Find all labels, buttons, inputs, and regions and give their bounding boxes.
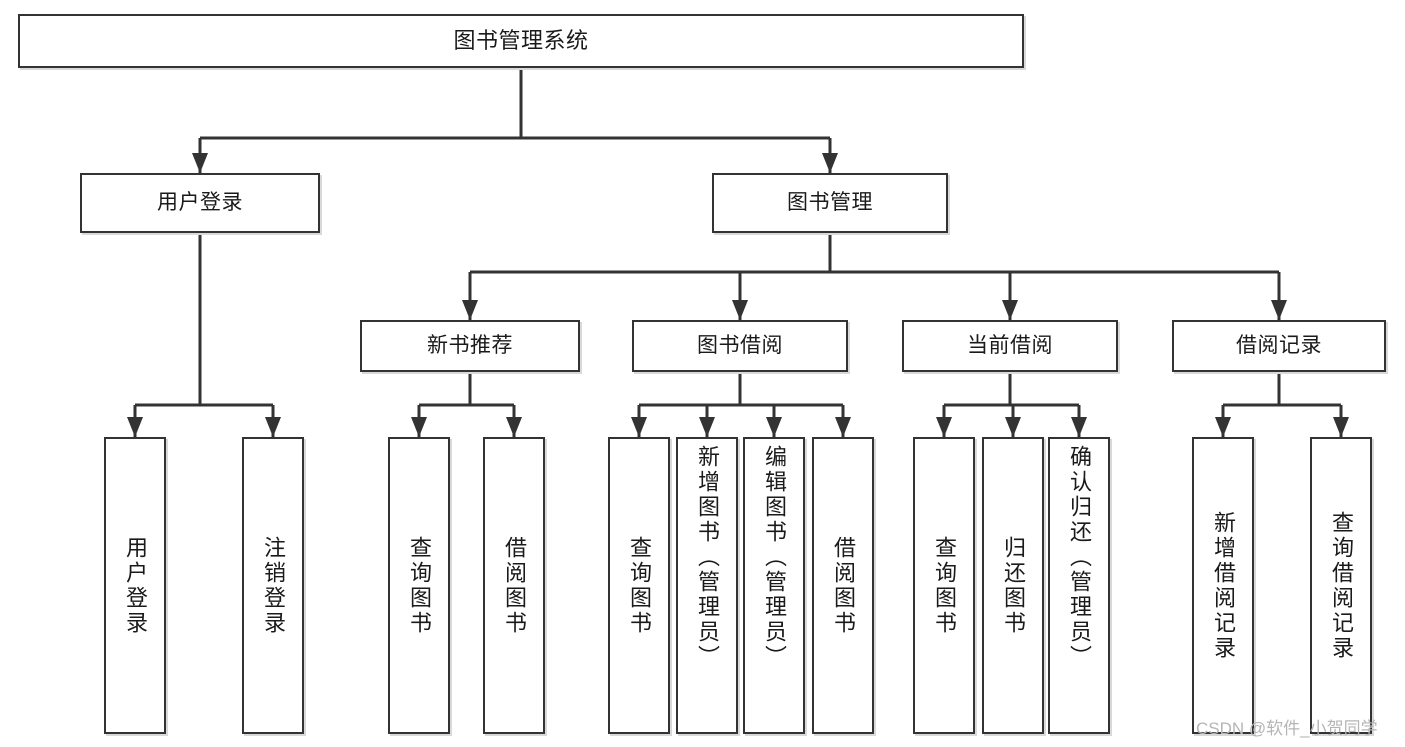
node-leaf-2[interactable]: 查询图书 <box>388 437 450 734</box>
arrow-head-icon <box>1002 300 1018 320</box>
node-label: 图书管理 <box>787 190 873 214</box>
arrow-head-icon <box>699 417 715 437</box>
node-label: 查询图书 <box>932 535 957 636</box>
arrow-head-icon <box>1215 417 1231 437</box>
node-l3-0[interactable]: 新书推荐 <box>360 320 580 372</box>
arrow-head-icon <box>835 417 851 437</box>
node-label: 确认归还（管理员） <box>1067 445 1092 670</box>
node-leaf-7[interactable]: 借阅图书 <box>812 437 874 734</box>
node-l3-2[interactable]: 当前借阅 <box>902 320 1118 372</box>
node-leaf-1[interactable]: 注销登录 <box>242 437 304 734</box>
node-leaf-10[interactable]: 确认归还（管理员） <box>1048 437 1110 734</box>
node-root[interactable]: 图书管理系统 <box>18 14 1024 68</box>
node-leaf-0[interactable]: 用户登录 <box>104 437 166 734</box>
node-label: 新书推荐 <box>427 333 513 357</box>
node-leaf-6[interactable]: 编辑图书（管理员） <box>743 437 805 734</box>
node-l2-0[interactable]: 用户登录 <box>80 173 320 233</box>
arrow-head-icon <box>822 153 838 173</box>
node-leaf-11[interactable]: 新增借阅记录 <box>1192 437 1254 734</box>
arrow-head-icon <box>265 417 281 437</box>
arrow-head-icon <box>732 300 748 320</box>
node-l2-1[interactable]: 图书管理 <box>712 173 948 233</box>
node-l3-1[interactable]: 图书借阅 <box>632 320 848 372</box>
arrow-head-icon <box>192 153 208 173</box>
node-label: 查询图书 <box>407 535 432 636</box>
arrow-head-icon <box>766 417 782 437</box>
node-l3-3[interactable]: 借阅记录 <box>1172 320 1386 372</box>
node-label: 借阅图书 <box>502 535 527 636</box>
node-label: 借阅记录 <box>1236 333 1322 357</box>
node-leaf-9[interactable]: 归还图书 <box>982 437 1044 734</box>
arrow-head-icon <box>411 417 427 437</box>
arrow-head-icon <box>936 417 952 437</box>
arrow-head-icon <box>1271 300 1287 320</box>
arrow-head-icon <box>127 417 143 437</box>
node-leaf-5[interactable]: 新增图书（管理员） <box>676 437 738 734</box>
node-leaf-4[interactable]: 查询图书 <box>608 437 670 734</box>
node-leaf-12[interactable]: 查询借阅记录 <box>1310 437 1372 734</box>
node-label: 图书管理系统 <box>453 28 589 54</box>
node-label: 用户登录 <box>157 190 243 214</box>
node-label: 查询借阅记录 <box>1329 510 1354 661</box>
node-label: 编辑图书（管理员） <box>762 445 787 670</box>
node-label: 查询图书 <box>627 535 652 636</box>
node-label: 当前借阅 <box>967 333 1053 357</box>
arrow-head-icon <box>1005 417 1021 437</box>
node-leaf-8[interactable]: 查询图书 <box>913 437 975 734</box>
arrow-head-icon <box>631 417 647 437</box>
arrow-head-icon <box>1333 417 1349 437</box>
node-label: 注销登录 <box>261 535 286 636</box>
node-label: 借阅图书 <box>831 535 856 636</box>
node-label: 用户登录 <box>123 535 148 636</box>
csdn-watermark: CSDN @软件_小贺同学 <box>1196 719 1378 738</box>
arrow-head-icon <box>506 417 522 437</box>
node-leaf-3[interactable]: 借阅图书 <box>483 437 545 734</box>
node-label: 归还图书 <box>1001 535 1026 636</box>
node-label: 新增借阅记录 <box>1211 510 1236 661</box>
node-label: 新增图书（管理员） <box>695 445 720 670</box>
arrow-head-icon <box>1071 417 1087 437</box>
arrow-head-icon <box>462 300 478 320</box>
node-label: 图书借阅 <box>697 333 783 357</box>
